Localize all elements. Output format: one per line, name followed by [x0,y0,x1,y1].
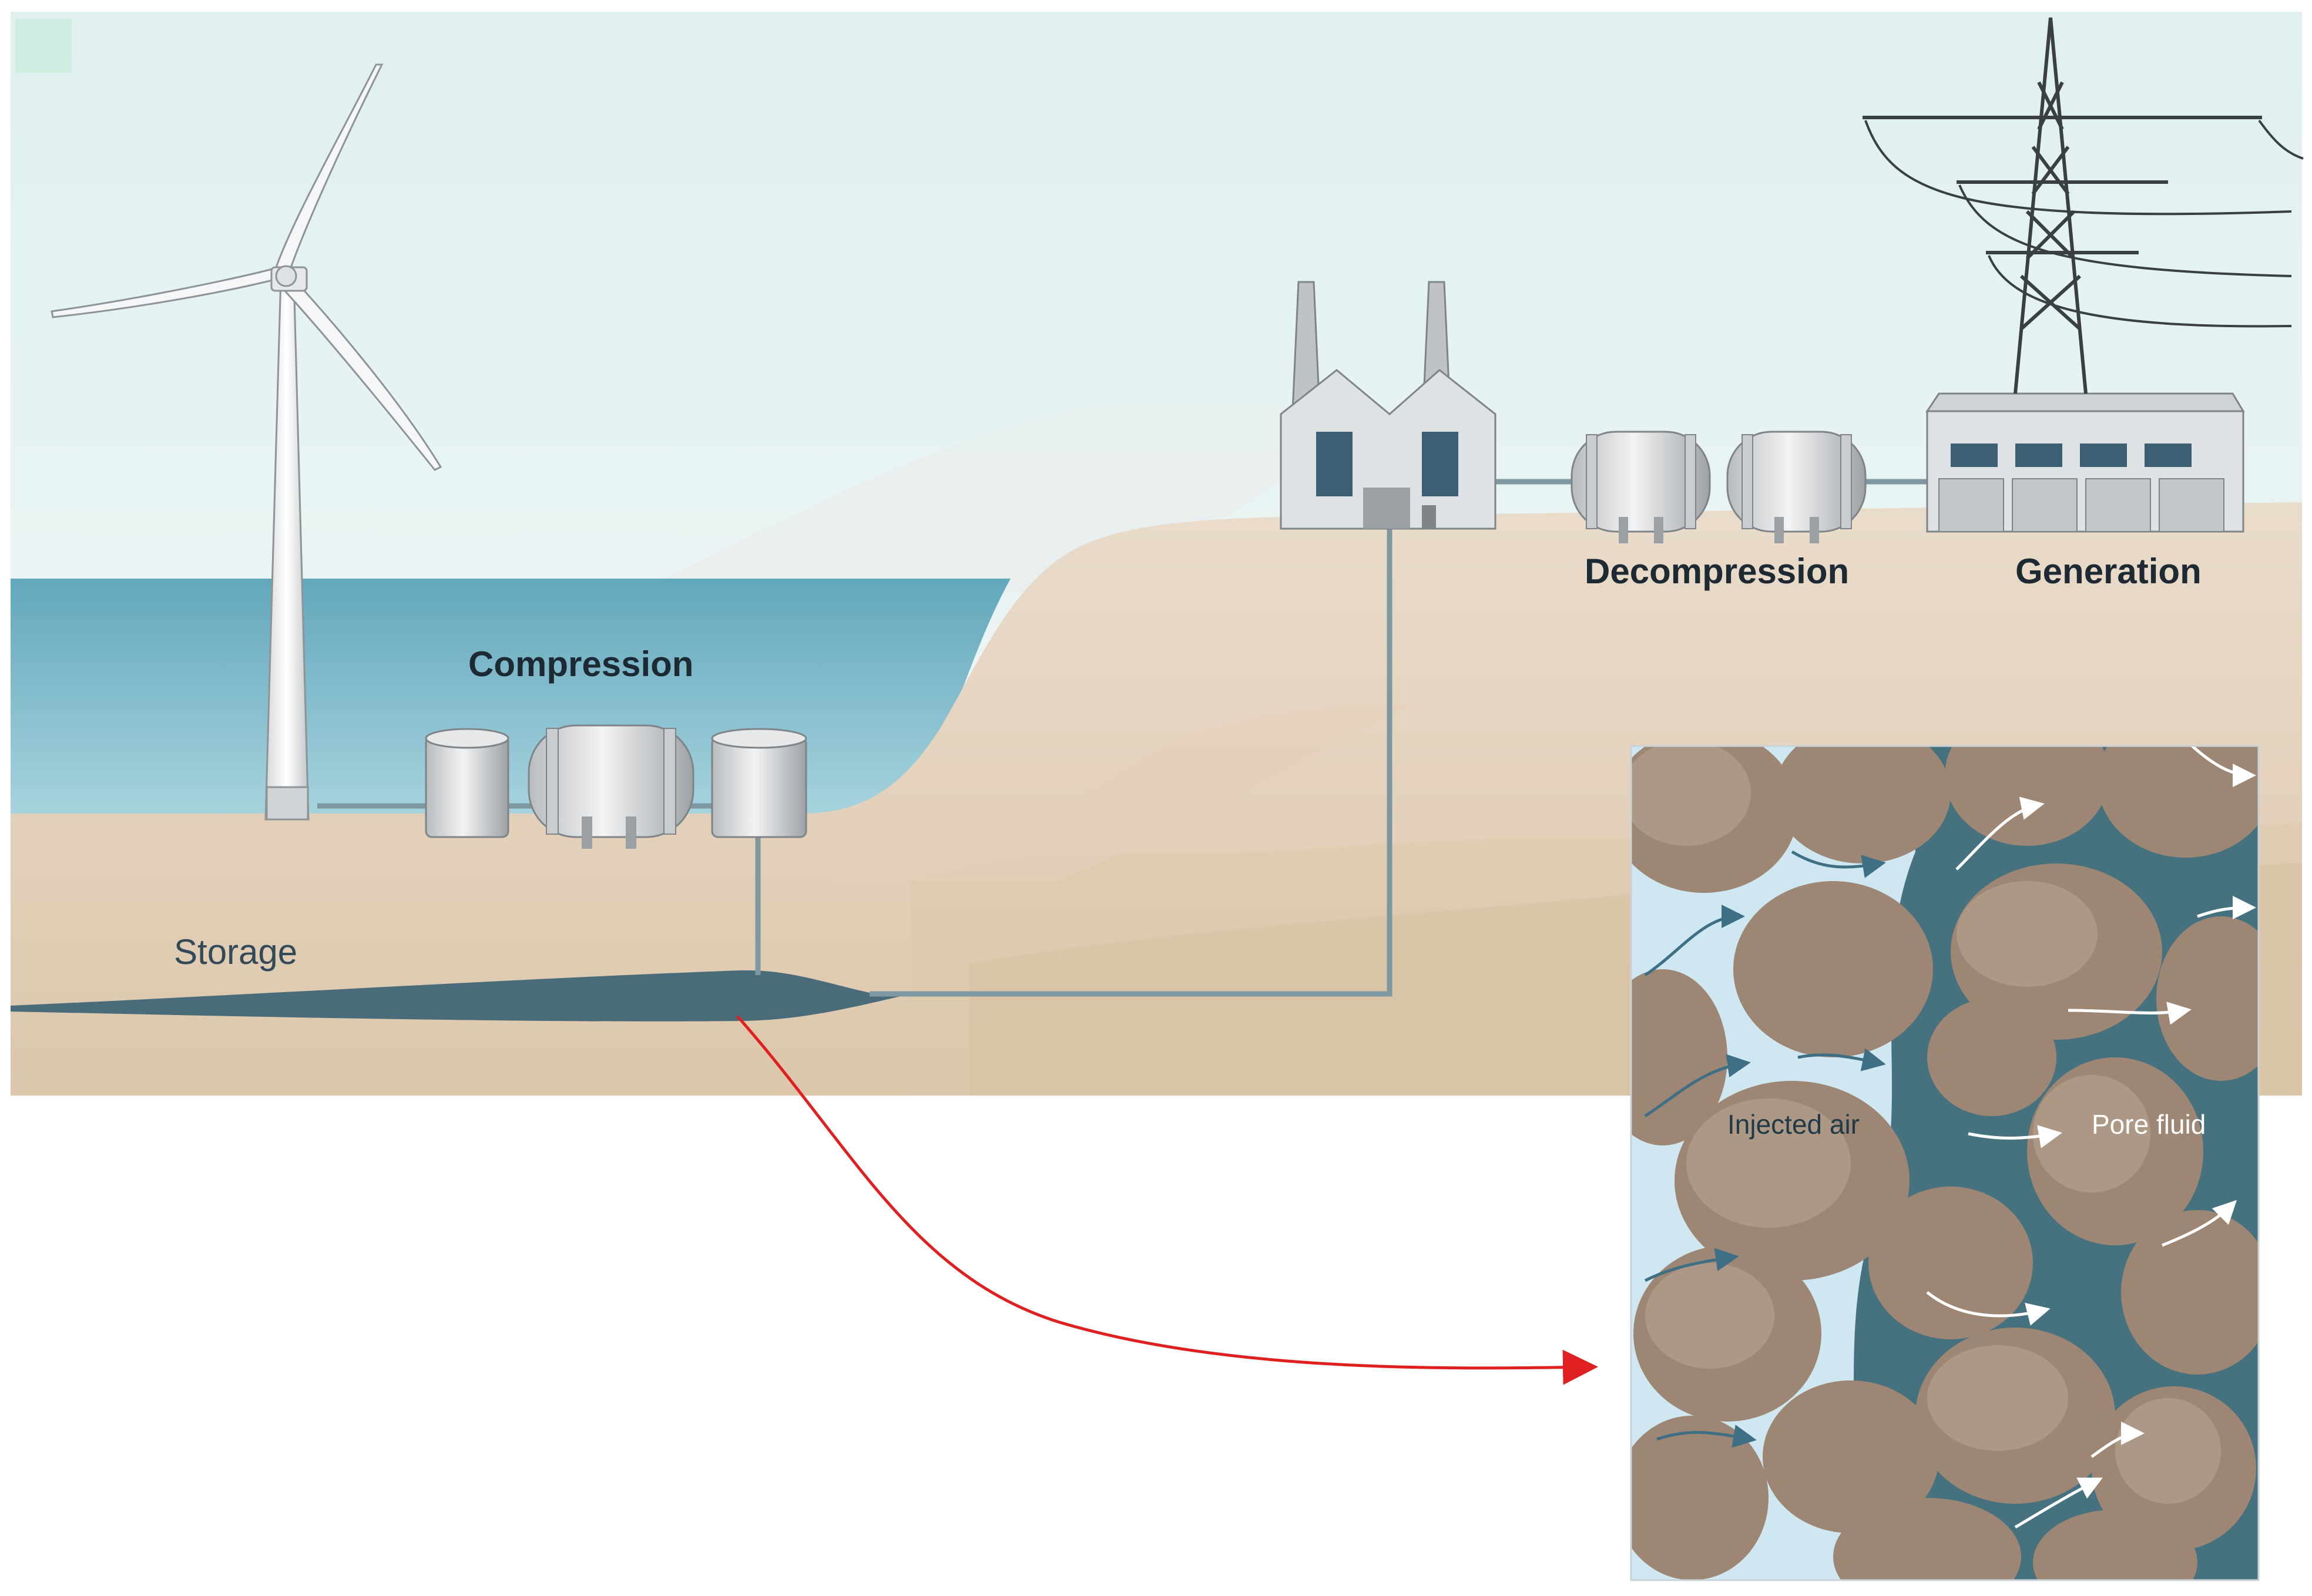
compression-equipment [425,724,807,849]
generation-building-icon [1925,392,2245,533]
wind-turbine-icon [51,63,442,821]
ground-strata-upper [823,705,1410,881]
tank-icon [711,728,807,838]
label-storage: Storage [174,932,298,972]
inset-border [1630,745,2260,1581]
pore-inset [1631,746,2259,1580]
decompression-equipment [1571,431,1867,543]
aquifer-storage [11,970,917,1022]
pipes [317,479,1939,997]
sea [11,579,1011,814]
fluid-flow-arrows [1926,746,2256,1529]
factory-icon [1280,281,1496,530]
air-flow-arrows [1644,850,1886,1448]
label-pore-fluid: Pore fluid [2092,1109,2206,1140]
compressor-icon [1571,431,1711,543]
label-compression: Compression [468,644,694,684]
corner-swatch [15,19,72,73]
compressor-icon [1726,431,1867,543]
label-injected-air: Injected air [1727,1109,1860,1140]
compressor-icon [528,724,694,849]
label-decompression: Decompression [1585,552,1850,591]
label-generation: Generation [2015,552,2202,591]
connector-arrow [736,1015,1598,1385]
rock-grain-highlights [1631,746,2221,1504]
tank-icon [425,728,509,838]
distant-hills [646,405,1351,593]
pylon-icon [1863,17,2304,394]
